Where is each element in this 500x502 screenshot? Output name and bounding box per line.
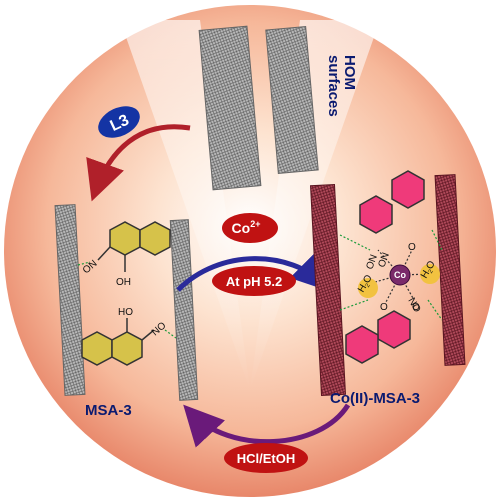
msa-rod-left [54,204,86,396]
hom-label-line1: HOM [341,55,358,90]
chem-on-top-2: ON [376,251,391,269]
co-msa-rod-right [434,174,466,366]
water-ligand-right [420,264,440,284]
pink-naphthol-upper [359,170,425,234]
hbond-right-1 [339,234,371,251]
l3-badge: L3 [98,106,140,138]
hom-label-line2: surfaces [325,55,342,117]
hbond-right-4 [427,299,443,321]
chem-oh-upper: OH [116,277,131,288]
chem-ho-lower: HO [118,307,133,318]
svg-text:At pH 5.2: At pH 5.2 [226,274,282,289]
co-msa-rod-left [309,183,347,397]
bond-on-upper [97,246,111,261]
chem-on-top: ON [364,253,379,271]
msa-rod-right [169,219,199,401]
bond-no-lower [141,329,155,341]
svg-text:HCl/EtOH: HCl/EtOH [237,451,296,466]
svg-text:Co2+: Co2+ [232,219,261,236]
chem-o-bottom-2: O [412,302,420,313]
svg-text:L3: L3 [108,112,132,135]
chem-o-top: O [408,242,416,253]
naphthol-lower [81,331,143,366]
light-ray-left [120,20,250,390]
cobalt-center [389,264,411,286]
forward-arrow [176,249,333,293]
pink-naphthol-lower [345,310,411,364]
co-badge: Co2+ [222,213,278,243]
hom-surface-rod-2 [265,25,319,175]
hcl-badge: HCl/EtOH [224,443,308,473]
msa-label: MSA-3 [85,402,132,419]
hbond-right-3 [339,299,369,311]
l3-arrow [86,124,191,202]
co-msa-label: Co(II)-MSA-3 [330,390,420,407]
reverse-arrow [183,403,351,448]
cobalt-center-label: Co [394,270,406,280]
water-ligand-left [358,278,378,298]
ph-badge: At pH 5.2 [212,266,296,296]
hom-surface-rod-1 [198,25,262,191]
chem-o-bottom: O [380,302,388,313]
